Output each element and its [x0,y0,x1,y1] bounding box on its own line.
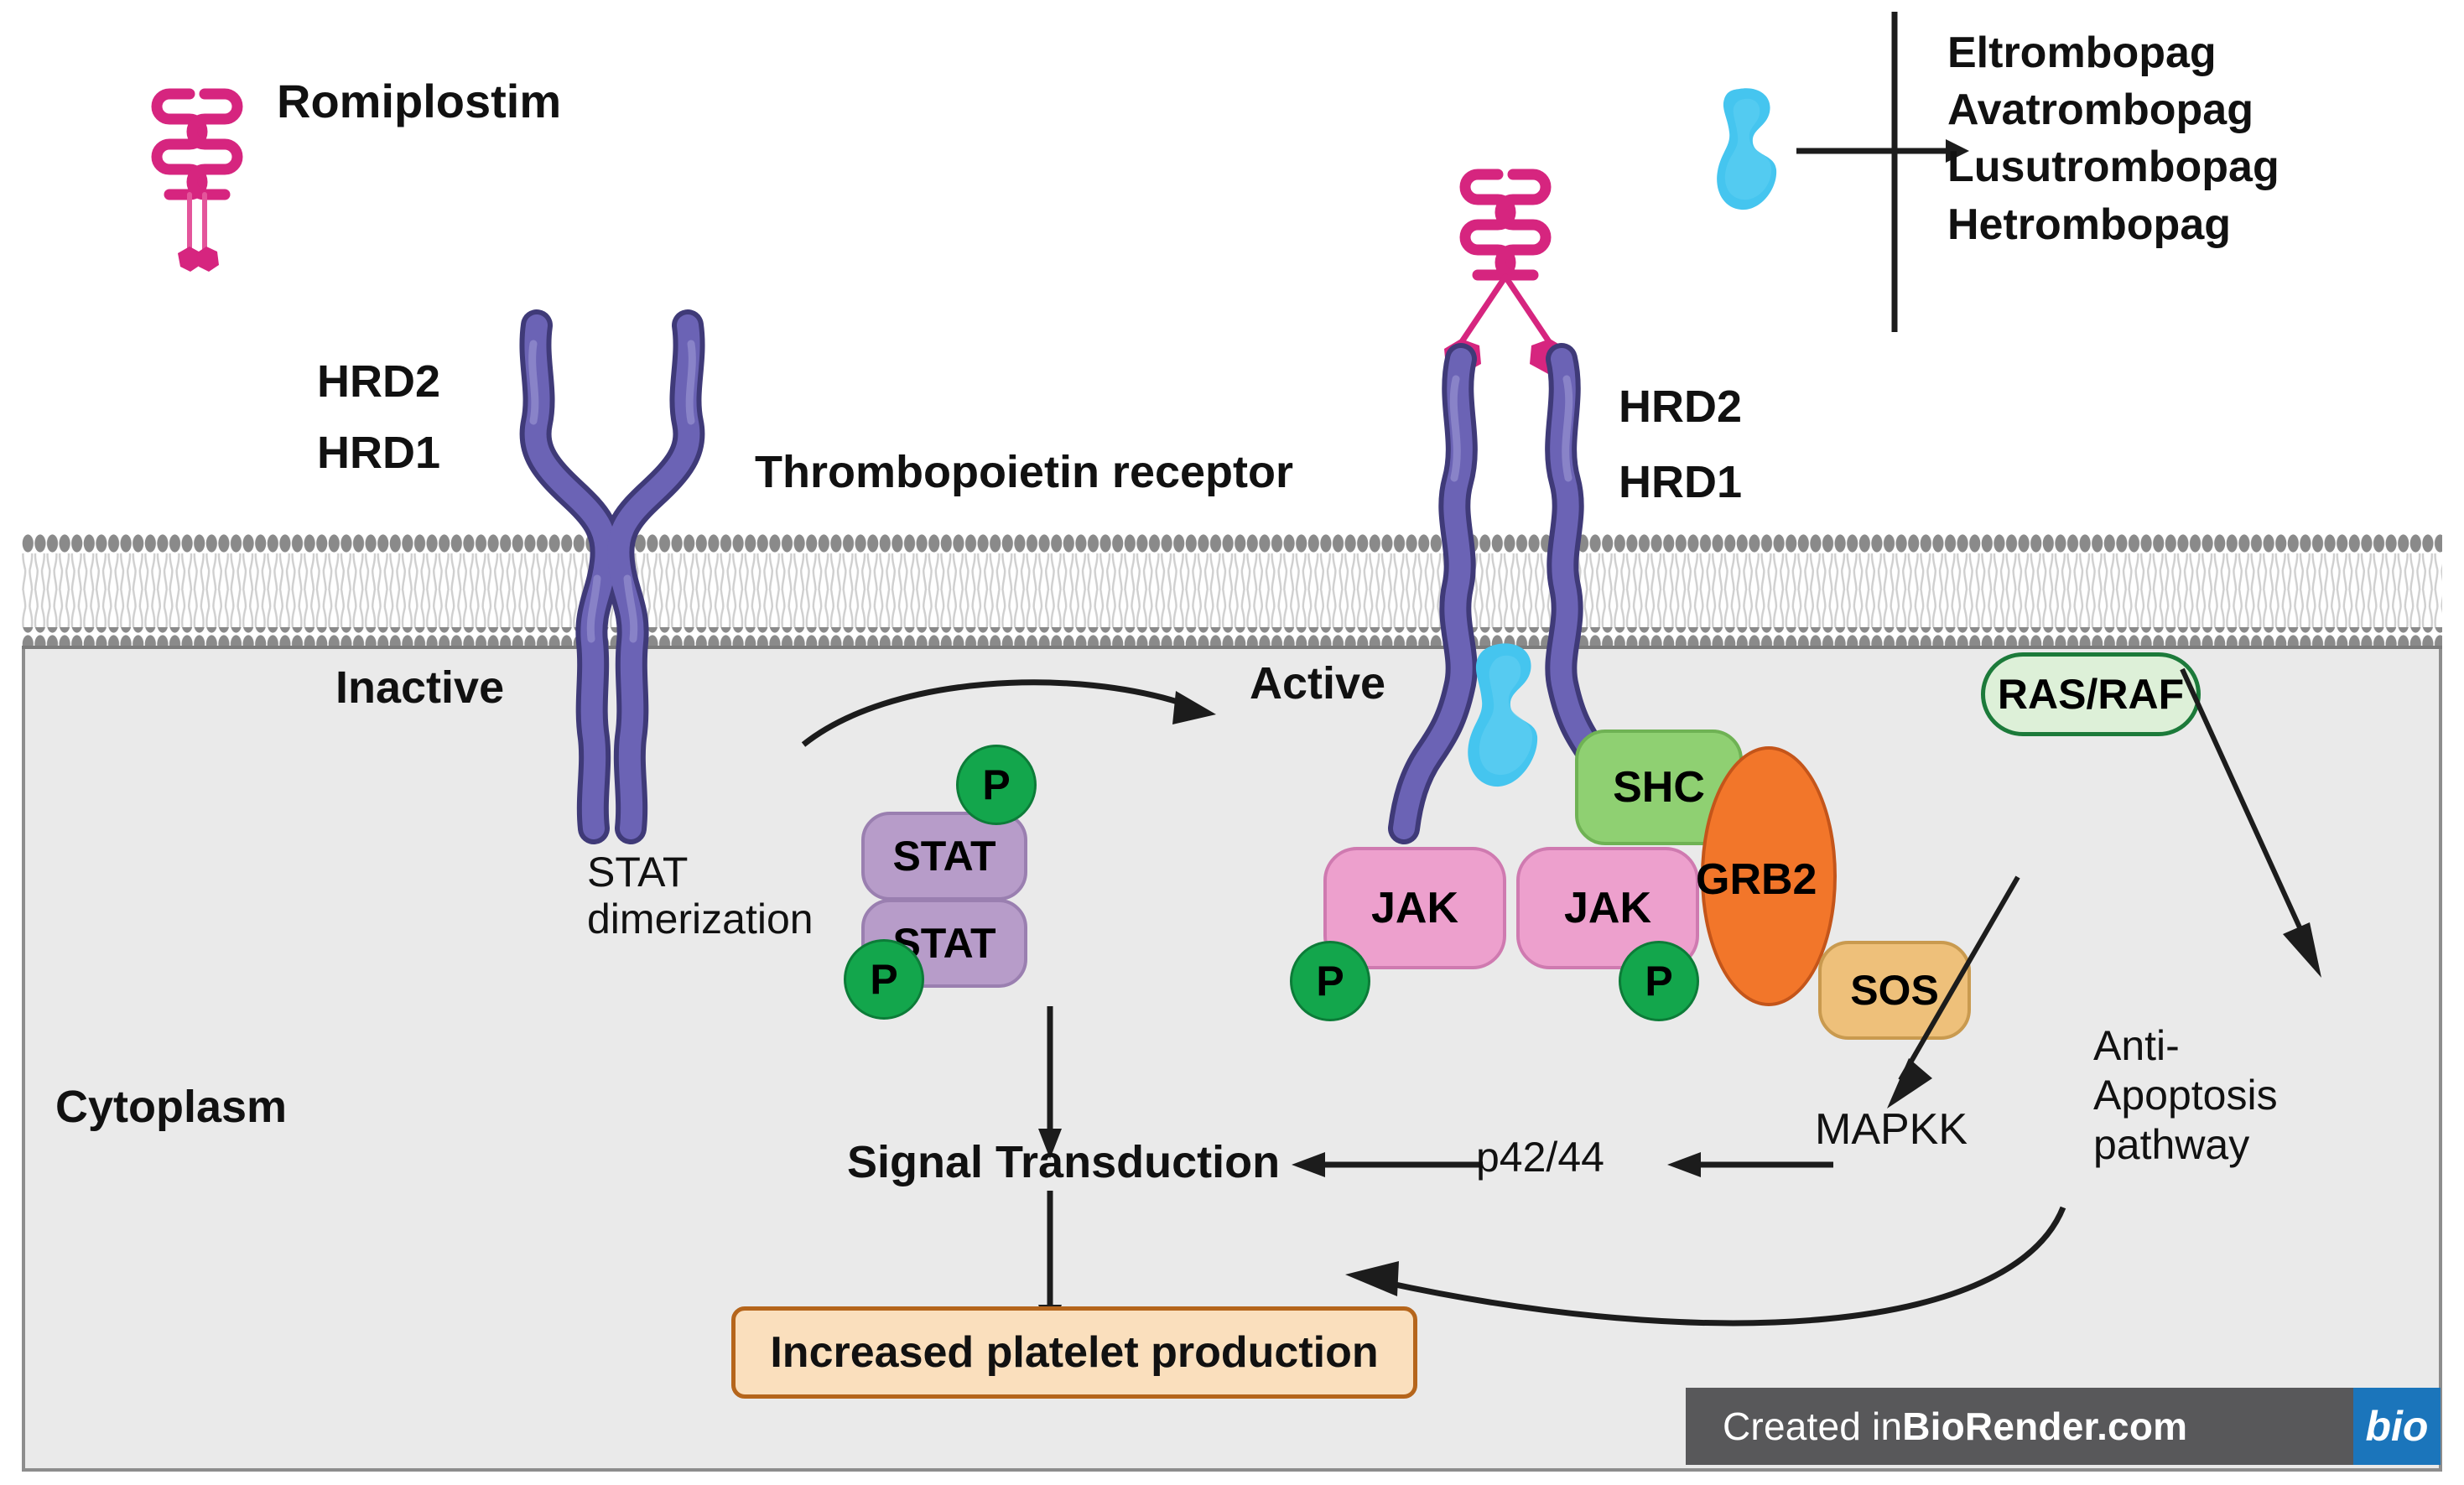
cytoplasm-label: Cytoplasm [55,1082,288,1132]
p4244-node-label: p42/44 [1476,1134,1604,1181]
drug-list-item-avatrombopag: Avatrombopag [1947,86,2253,135]
inactive-thrombopoietin-receptor [519,309,705,844]
drug-list-bracket-line [1891,12,1898,332]
shc-label: SHC [1613,763,1705,812]
romiplostim-molecule-icon [151,88,243,272]
sos-label: SOS [1850,967,1939,1014]
jak-right-phosphate-label: P [1645,958,1673,1005]
agonist-to-bracket-arrow [1796,139,1969,163]
jak-left-label: JAK [1370,884,1459,932]
biorender-brand-label: BioRender.com [1902,1405,2188,1448]
increased-platelet-production-label: Increased platelet production [770,1328,1379,1377]
inactive-state-label: Inactive [335,662,505,713]
stat-bottom-phosphate-label: P [870,956,898,1003]
antiapoptosis-feedback-curved-arrow [1345,1206,2066,1327]
biorender-prefix-label: Created in [1723,1405,1903,1448]
activation-curved-arrow [801,679,1216,747]
stat-top-label: STAT [892,833,996,880]
grb2-label: GRB2 [1696,855,1817,904]
stat-dimerization-label: STAT dimerization [587,849,814,942]
ras-raf-label: RAS/RAF [1997,671,2185,718]
sos-to-mapkk-arrow [1887,875,2020,1109]
drug-list-item-hetrombopag: Hetrombopag [1947,200,2231,249]
biorender-text-bar: Created in BioRender.com [1686,1388,2353,1465]
ras-raf-node: RAS/RAF [1981,652,2201,736]
drug-list: Eltrombopag Avatrombopag Lusutrombopag H… [1947,29,2279,249]
tpo-receptor-agonist-molecule-icon [1717,88,1777,210]
bilayer-svg [22,533,2442,649]
drug-list-item-lusutrombopag: Lusutrombopag [1947,143,2279,192]
stat-top-protein: STAT [861,812,1027,901]
anti-apoptosis-node-label: Anti- Apoptosis pathway [2093,1022,2278,1168]
inactive-receptor-hrd1-label: HRD1 [317,428,441,478]
biorender-watermark: Created in BioRender.com bio [1686,1388,2441,1465]
jak-left-phosphate-badge: P [1290,941,1370,1021]
jak-left-phosphate-label: P [1316,958,1344,1005]
stat-top-phosphate-label: P [982,761,1011,808]
sos-protein: SOS [1818,941,1971,1040]
mapkk-node-label: MAPKK [1815,1105,1968,1154]
mapkk-to-p4244-arrow [1667,1152,1833,1177]
tpo-receptor-agonist-bound-icon [1468,643,1538,787]
stat-to-signal-arrow [1038,1006,1062,1159]
active-state-label: Active [1250,658,1386,709]
stat-top-phosphate-badge: P [956,745,1037,825]
grb2-protein [1701,746,1837,1006]
jak-right-phosphate-badge: P [1619,941,1699,1021]
biorender-logo-icon: bio [2353,1388,2441,1465]
p4244-to-signal-arrow [1292,1152,1483,1177]
active-receptor-hrd1-label: HRD1 [1619,457,1743,507]
rasraf-to-antiapoptosis-arrow [2180,667,2321,978]
inactive-receptor-hrd2-label: HRD2 [317,356,441,407]
romiplostim-label: Romiplostim [277,75,562,127]
thrombopoietin-receptor-label: Thrombopoietin receptor [755,447,1294,497]
lipid-bilayer-membrane [22,533,2442,649]
drug-list-item-eltrombopag: Eltrombopag [1947,29,2217,77]
stat-bottom-phosphate-badge: P [844,939,924,1020]
jak-right-label: JAK [1563,884,1652,932]
increased-platelet-production-box: Increased platelet production [731,1306,1417,1399]
active-receptor-hrd2-label: HRD2 [1619,382,1743,432]
biorender-logo-label: bio [2365,1403,2429,1450]
signal-transduction-node-label: Signal Transduction [847,1137,1281,1187]
